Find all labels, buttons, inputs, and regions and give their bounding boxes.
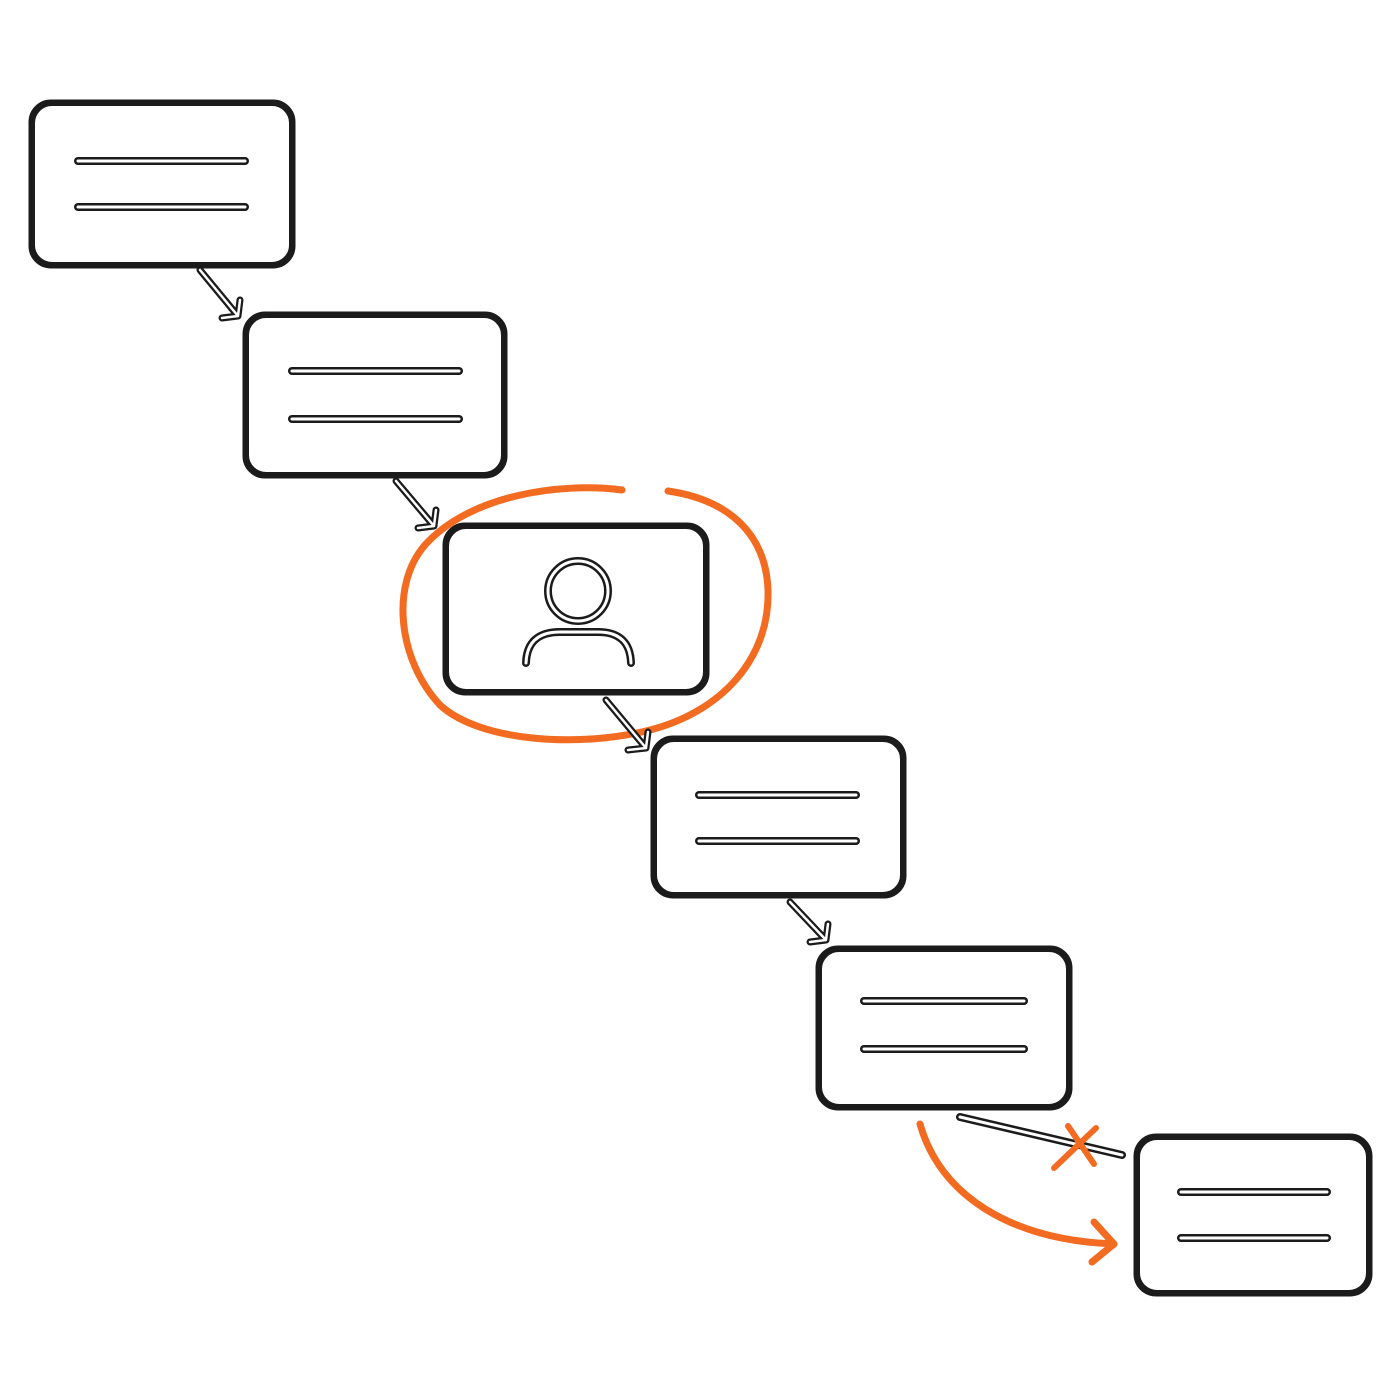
text-lines-icon bbox=[74, 157, 249, 211]
text-lines-icon bbox=[288, 367, 463, 423]
x-mark-icon bbox=[1051, 1123, 1099, 1171]
curved-arrow-icon bbox=[916, 1120, 1118, 1266]
step-card-4 bbox=[650, 735, 907, 899]
flow-arrow-2 bbox=[392, 477, 440, 532]
step-card-3 bbox=[442, 522, 710, 696]
user-icon bbox=[522, 557, 635, 667]
flow-arrow-1 bbox=[196, 266, 244, 322]
text-lines-icon bbox=[860, 997, 1028, 1053]
step-card-1 bbox=[28, 99, 296, 269]
blocked-path bbox=[956, 1113, 1126, 1159]
step-card-5 bbox=[815, 945, 1073, 1111]
step-card-2 bbox=[242, 311, 508, 479]
text-lines-icon bbox=[1177, 1188, 1331, 1242]
flow-arrow-4 bbox=[786, 898, 832, 946]
flow-arrow-3 bbox=[602, 696, 652, 754]
highlight-circle bbox=[399, 484, 772, 744]
text-lines-icon bbox=[695, 791, 860, 845]
step-card-6 bbox=[1133, 1133, 1373, 1297]
